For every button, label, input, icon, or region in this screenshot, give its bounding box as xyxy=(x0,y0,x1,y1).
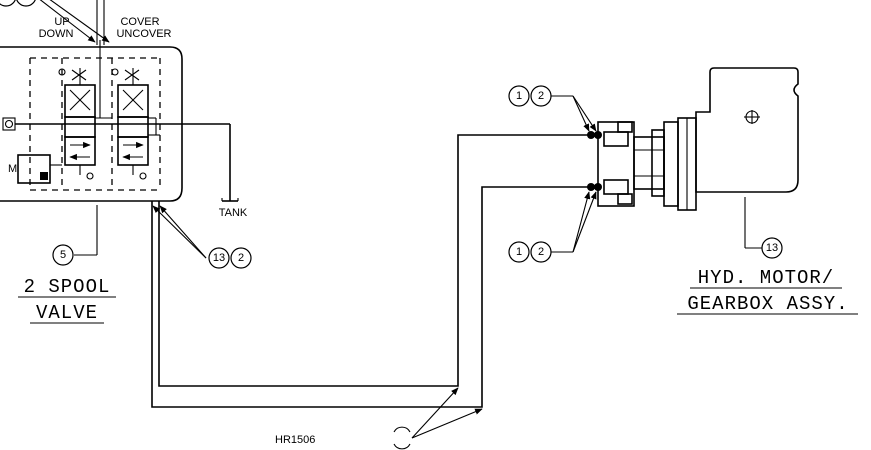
callout-valve-item: 5 xyxy=(60,249,66,261)
callout-motor-fit-bot-b: 2 xyxy=(538,246,544,258)
callout-motor-fit-top-b: 2 xyxy=(538,90,544,102)
callout-bubble-2 xyxy=(230,247,252,269)
callout-bubble-13 xyxy=(208,247,230,269)
svg-text:M: M xyxy=(8,163,17,175)
callout-bubble-motor-13 xyxy=(761,237,783,259)
drawing-code: HR1506 xyxy=(275,434,315,446)
motor-title-line2: GEARBOX ASSY. xyxy=(687,293,848,315)
motor-title-line1: HYD. MOTOR/ xyxy=(698,267,834,289)
callout-bubble-5 xyxy=(52,244,74,266)
valve-title-line2: VALVE xyxy=(36,302,98,324)
callout-valve-hose-a: 13 xyxy=(213,252,225,264)
callout-motor-fit-bot-a: 1 xyxy=(516,246,522,258)
hose-lines xyxy=(151,134,598,408)
callout-bubble-top-1 xyxy=(508,85,530,107)
uncover-label: UNCOVER xyxy=(116,28,171,40)
callout-motor-item: 13 xyxy=(766,242,778,254)
up-label: UP xyxy=(54,16,69,28)
hyd-motor-gearbox xyxy=(587,67,799,211)
valve-title-line1: 2 SPOOL xyxy=(24,276,111,298)
tank-label: TANK xyxy=(219,207,248,219)
callout-valve-hose-b: 2 xyxy=(238,252,244,264)
callout-bubble-bot-1 xyxy=(508,241,530,263)
top-leader-group xyxy=(0,0,110,45)
down-label: DOWN xyxy=(39,28,74,40)
callout-motor-fit-top-a: 1 xyxy=(516,90,522,102)
cover-label: COVER xyxy=(120,16,159,28)
two-spool-valve: M xyxy=(0,40,239,202)
